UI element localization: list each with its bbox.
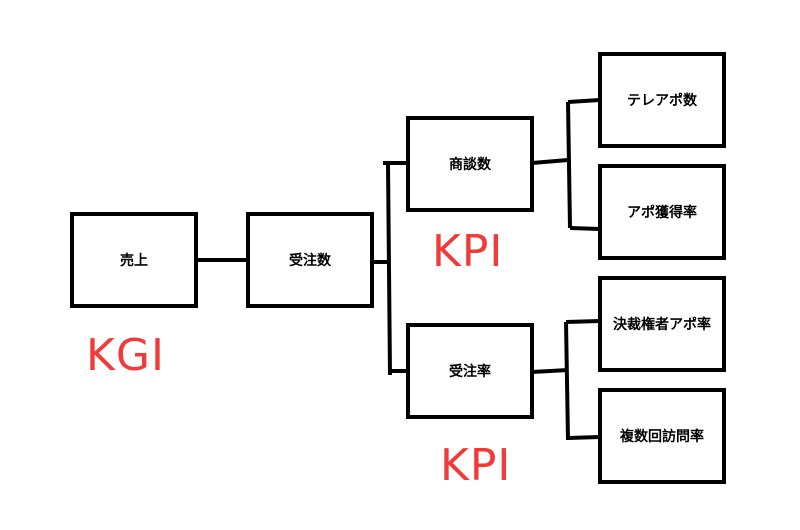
bracket-lower — [564, 321, 570, 441]
connector-bracket-aporate — [569, 226, 601, 231]
node-sales: 売上 — [70, 212, 198, 308]
node-teleapo: テレアポ数 — [598, 52, 726, 148]
node-orders: 受注数 — [246, 212, 374, 308]
connector-bracket-revisit — [567, 435, 601, 440]
kgi-label: KGI — [86, 330, 165, 381]
node-meetings: 商談数 — [406, 116, 534, 212]
connector-bracket-teleapo — [567, 98, 601, 104]
kpi-label-bottom: KPI — [440, 440, 512, 491]
bracket-upper — [566, 101, 572, 229]
node-revisit-rate: 複数回訪問率 — [598, 388, 726, 484]
node-apo-rate: アポ獲得率 — [598, 164, 726, 260]
connector-orderrate-bracket — [531, 368, 569, 374]
node-order-rate: 受注率 — [406, 323, 534, 419]
bracket-left — [386, 162, 392, 376]
connector-bracket-decision — [565, 319, 601, 324]
connector-meetings-bracket — [531, 158, 569, 165]
kpi-label-top: KPI — [432, 226, 504, 277]
node-decision-maker-rate: 決裁権者アポ率 — [598, 276, 726, 372]
